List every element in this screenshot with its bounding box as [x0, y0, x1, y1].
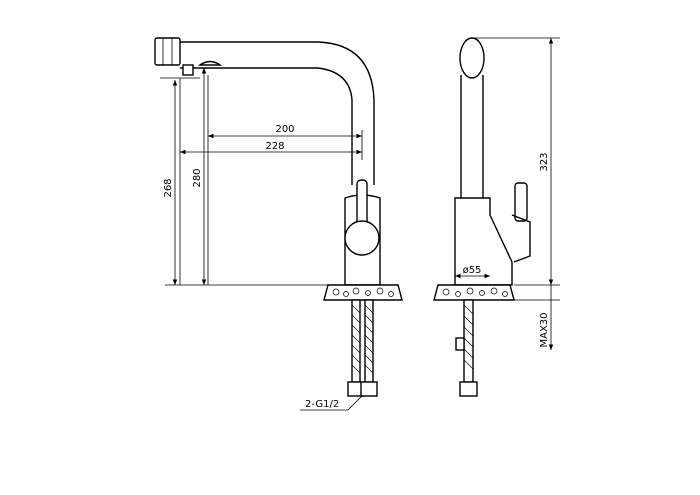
- dim-280-label: 280: [192, 168, 203, 187]
- spout-head-side: [459, 37, 485, 79]
- dim-connector-label: 2-G1/2: [305, 399, 339, 410]
- supply-hoses-side: [455, 299, 478, 397]
- base-plate-side: [433, 284, 515, 301]
- spout-arm: [180, 41, 375, 185]
- spout-head: [154, 37, 181, 66]
- lever-side: [514, 182, 528, 222]
- dim-268-label: 268: [163, 178, 174, 197]
- faucet-body: [344, 194, 381, 286]
- dim-228-label: 228: [265, 141, 284, 152]
- handle-cartridge: [344, 220, 380, 256]
- base-plate-front: [323, 284, 403, 301]
- lever-handle: [356, 179, 368, 226]
- dim-323-label: 323: [539, 152, 550, 171]
- front-view: 200 228 268 280 2-G1/2: [154, 37, 403, 411]
- dim-200-label: 200: [275, 124, 294, 135]
- dim-55-label: ø55: [463, 265, 482, 276]
- side-view: ø55 323 MAX30: [433, 37, 560, 397]
- dim-max30-label: MAX30: [539, 312, 550, 347]
- supply-hoses-front: [347, 299, 378, 397]
